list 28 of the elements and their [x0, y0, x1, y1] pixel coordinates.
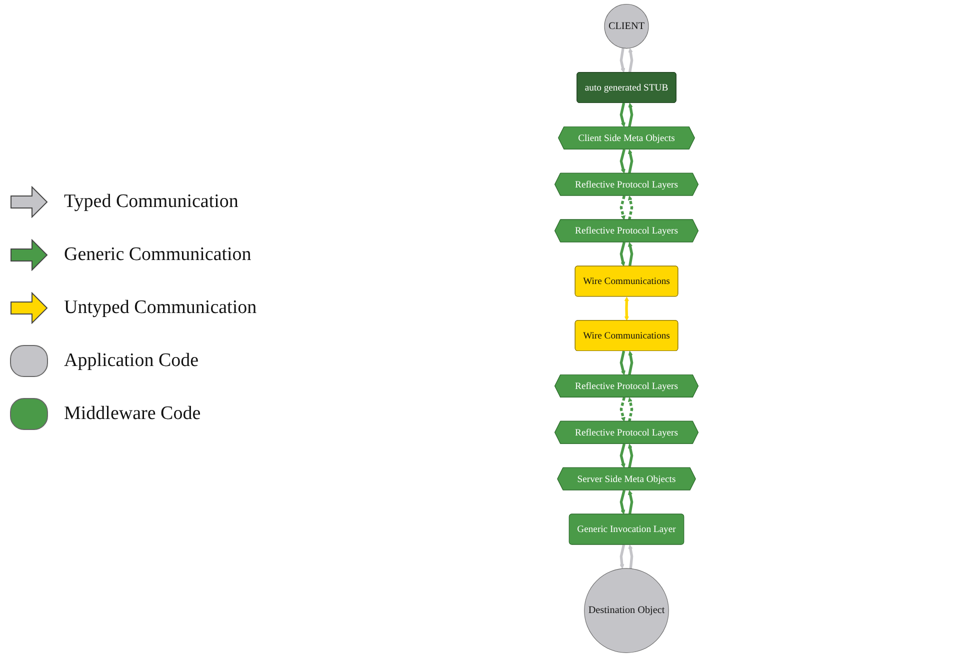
arrow	[628, 196, 634, 220]
arrow	[628, 149, 634, 174]
arrow	[628, 102, 634, 128]
arrow	[628, 544, 634, 569]
arrow	[620, 350, 626, 376]
legend-text: Typed Communication	[64, 190, 238, 212]
arrow	[620, 490, 626, 514]
arrow	[628, 242, 634, 266]
node-circle: Destination Object	[584, 568, 669, 653]
legend-text: Untyped Communication	[64, 296, 257, 318]
arrow	[628, 490, 634, 515]
arrow	[620, 397, 626, 422]
arrow	[620, 48, 626, 73]
arrow	[628, 444, 634, 468]
arrow	[620, 242, 626, 266]
legend-text: Application Code	[64, 350, 199, 372]
arrow	[620, 544, 626, 569]
legend-text: Generic Communication	[64, 244, 252, 266]
arrow	[628, 397, 634, 422]
node-circle: CLIENT	[604, 4, 649, 49]
arrow	[620, 195, 626, 220]
arrow	[624, 296, 630, 321]
legend-text: Middleware Code	[64, 402, 201, 424]
arrow	[628, 48, 634, 73]
arrow	[620, 149, 626, 174]
arrow	[628, 350, 634, 376]
arrow	[620, 444, 626, 468]
arrow	[620, 102, 626, 128]
